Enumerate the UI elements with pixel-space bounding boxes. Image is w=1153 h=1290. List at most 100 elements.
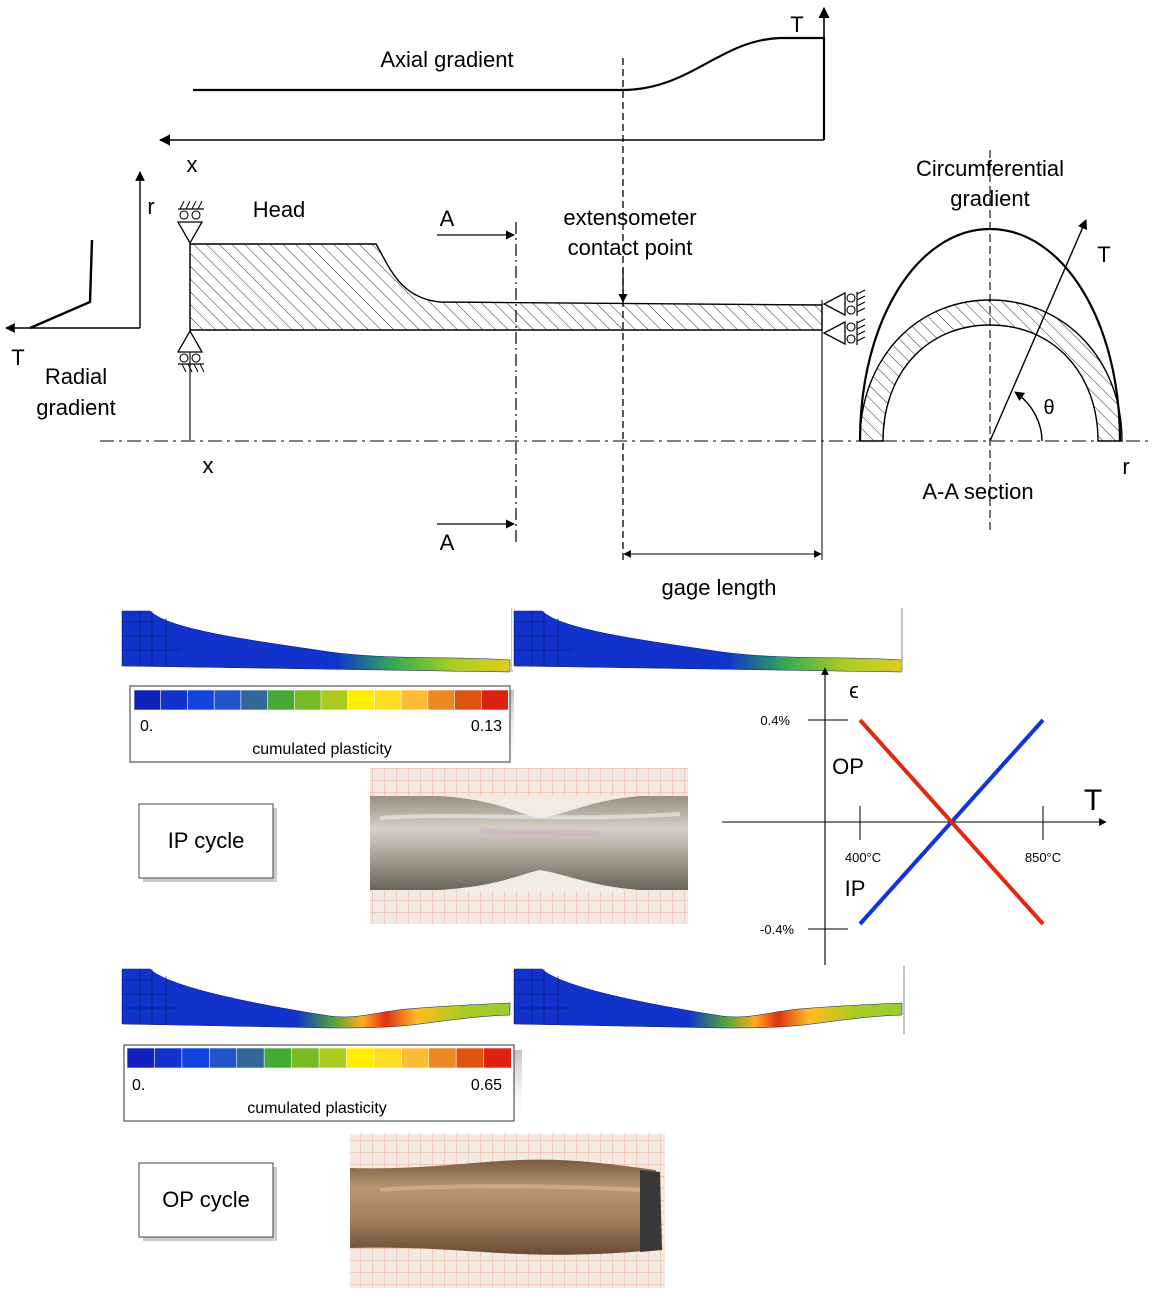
op-fem-panel-right: [512, 966, 905, 1034]
colorbar-swatch: [291, 1047, 320, 1069]
colorbar-swatch: [133, 689, 162, 711]
mesh-lines: [514, 969, 572, 1024]
colorbar-swatch: [160, 689, 189, 711]
op-cycle-label: OP cycle: [162, 1187, 250, 1212]
section-a-bottom-label: A: [440, 530, 455, 555]
colorbar-swatch: [236, 1047, 265, 1069]
section-a-a-cut: A A: [437, 206, 517, 555]
box-frame: [138, 1162, 274, 1238]
ip-label: IP: [845, 876, 866, 901]
ip-cycle-box: IP cycle: [138, 803, 277, 882]
section-r-label: r: [1122, 454, 1129, 479]
extensometer-label-line1: extensometer: [563, 205, 696, 230]
op-colorbar-max: 0.65: [471, 1077, 502, 1094]
axial-x-label: x: [187, 152, 198, 177]
radial-t-label: T: [11, 345, 24, 370]
op-colorbar-caption: cumulated plasticity: [247, 1100, 387, 1117]
roller-circle: [846, 293, 856, 303]
box-frame: [138, 803, 274, 879]
epsilon-label: ϵ: [849, 678, 859, 703]
op-colorbar-swatches: [126, 1047, 512, 1069]
roller-circle: [191, 210, 201, 220]
colorbar-swatch: [208, 1047, 238, 1069]
iridescence: [479, 827, 601, 837]
extensometer-label-line2: contact point: [568, 235, 693, 260]
temperature-label: T: [1084, 784, 1102, 817]
section-annulus: [859, 299, 1123, 442]
op-fem-mesh-right: [513, 968, 903, 1029]
colorbar-swatch: [240, 689, 269, 711]
colorbar-swatch: [126, 1047, 156, 1069]
ip-fem-panel-left: [120, 608, 513, 673]
ground-hatch: [179, 200, 203, 210]
right-bottom-support-triangle: [822, 320, 846, 346]
radial-r-label: r: [147, 194, 154, 219]
head-label: Head: [253, 197, 306, 222]
loading-path-plot: ϵ T 0.4% -0.4% 400°C 850°C OP IP: [722, 667, 1107, 965]
ip-colorbar-swatches: [133, 689, 509, 711]
left-top-support-triangle: [176, 221, 204, 245]
radial-temperature-curve: [29, 239, 94, 330]
op-specimen-photo: [350, 1134, 665, 1288]
colorbar-swatch: [427, 689, 456, 711]
a-a-section-label: A-A section: [922, 479, 1033, 504]
left-bottom-support-triangle: [176, 329, 204, 353]
colorbar-swatch: [318, 1047, 348, 1069]
fracture-end: [640, 1170, 662, 1252]
ip-colorbar-caption: cumulated plasticity: [252, 741, 392, 758]
gage-length-dimension: gage length: [623, 440, 823, 600]
ip-specimen-photo: [370, 768, 688, 924]
colorbar-swatch: [181, 1047, 210, 1069]
roller-circle: [179, 210, 189, 220]
ip-fem-mesh-left: [121, 610, 511, 673]
circumferential-label-line1: Circumferential: [916, 156, 1064, 181]
a-a-section-diagram: Circumferential gradient T θ r A-A secti…: [858, 150, 1130, 530]
axial-gradient-label: Axial gradient: [380, 47, 513, 72]
theta-label: θ: [1043, 397, 1054, 419]
temp-tick-left: 400°C: [845, 850, 881, 865]
op-fem-mesh-left: [121, 968, 511, 1029]
colorbar-swatch: [320, 689, 349, 711]
radial-gradient-label-line2: gradient: [36, 395, 116, 420]
temp-tick-right: 850°C: [1025, 850, 1061, 865]
roller-circle: [191, 353, 201, 363]
roller-circle: [846, 322, 856, 332]
colorbar-swatch: [400, 1047, 430, 1069]
ip-fem-mesh-right: [513, 610, 903, 673]
colorbar-swatch: [263, 1047, 293, 1069]
specimen-half-profile: [189, 243, 823, 331]
neck-bottom: [440, 870, 640, 890]
radial-gradient-plot: r T Radial gradient: [5, 171, 155, 420]
mesh-lines: [122, 969, 180, 1024]
neck-top: [440, 796, 640, 818]
op-cycle-box: OP cycle: [138, 1162, 277, 1241]
colorbar-swatch: [373, 1047, 402, 1069]
colorbar-swatch: [293, 689, 322, 711]
section-t-label: T: [1097, 242, 1110, 267]
op-label: OP: [832, 754, 864, 779]
ip-colorbar-max: 0.13: [471, 718, 502, 735]
colorbar-swatch: [267, 689, 295, 711]
highlight: [379, 1184, 641, 1192]
colorbar-swatch: [455, 1047, 485, 1069]
colorbar-swatch: [400, 689, 429, 711]
op-colorbar-min: 0.: [132, 1077, 145, 1094]
specimen-schematic: Head: [176, 197, 866, 440]
section-a-top-label: A: [440, 206, 455, 231]
roller-circle: [179, 353, 189, 363]
op-fem-panel-left: [120, 966, 512, 1029]
specimen-body: [350, 1159, 656, 1255]
radial-gradient-label-line1: Radial: [45, 364, 107, 389]
highlight: [379, 812, 681, 820]
gage-length-label: gage length: [662, 575, 777, 600]
ip-colorbar: 0. 0.13 cumulated plasticity: [129, 685, 514, 768]
circumferential-label-line2: gradient: [950, 186, 1030, 211]
colorbar-swatch: [454, 689, 482, 711]
colorbar-swatch: [347, 689, 376, 711]
axial-gradient-plot: Axial gradient T x: [158, 6, 830, 177]
op-colorbar: 0. 0.65 cumulated plasticity: [123, 1044, 522, 1126]
colorbar-swatch: [374, 689, 402, 711]
axial-temperature-curve: [193, 36, 826, 140]
ip-fem-panel-right: [512, 608, 904, 673]
